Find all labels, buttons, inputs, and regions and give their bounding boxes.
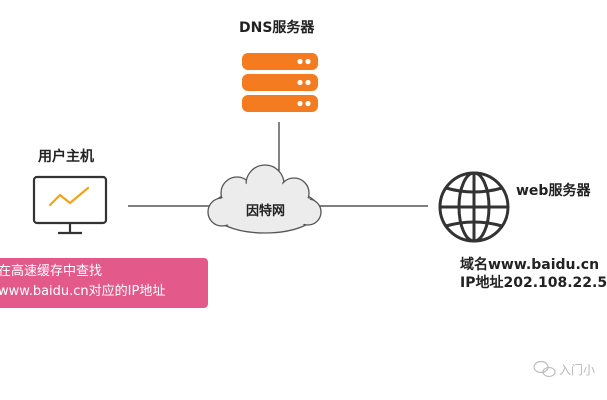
watermark-text: 入门小 xyxy=(559,363,596,377)
web-ip-text: IP地址202.108.22.5 xyxy=(460,275,607,291)
internet-label: 因特网 xyxy=(246,204,286,219)
dns-server-label: DNS服务器 xyxy=(239,20,315,36)
web-server-label: web服务器 xyxy=(516,183,591,199)
callout-line-2: www.baidu.cn对应的IP地址 xyxy=(0,284,166,299)
cache-lookup-callout: 在高速缓存中查找 www.baidu.cn对应的IP地址 xyxy=(0,258,208,308)
globe-icon xyxy=(438,171,510,243)
server-icon xyxy=(242,53,318,112)
monitor-chart-icon xyxy=(32,175,108,235)
user-host-label: 用户主机 xyxy=(38,149,94,165)
wechat-icon xyxy=(533,360,556,378)
callout-line-1: 在高速缓存中查找 xyxy=(0,264,103,279)
cloud-icon xyxy=(207,164,322,234)
web-domain-text: 域名www.baidu.cn xyxy=(460,257,600,273)
